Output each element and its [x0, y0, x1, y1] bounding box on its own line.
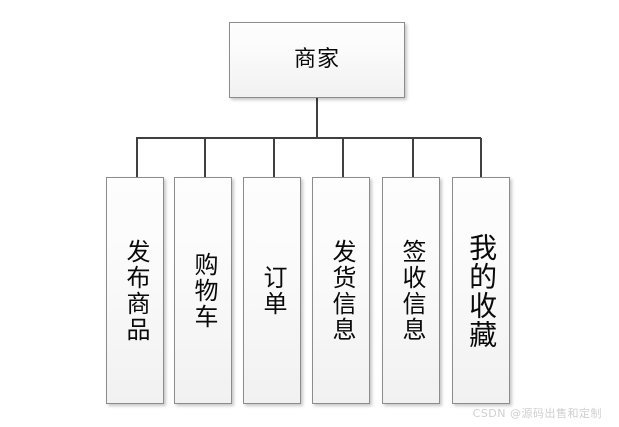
connector-drop-shopping-cart	[204, 138, 206, 178]
node-merchant-label: 商家	[293, 47, 340, 72]
connector-root-stem	[316, 98, 318, 138]
node-shopping-cart[interactable]: 购物车	[174, 177, 232, 404]
node-shipping-info[interactable]: 发货信息	[312, 177, 370, 404]
node-receipt-info-label: 签收信息	[397, 238, 426, 343]
connector-drop-publish-product	[136, 138, 138, 178]
node-order-label: 订单	[258, 264, 287, 317]
node-merchant[interactable]: 商家	[229, 22, 405, 98]
node-receipt-info[interactable]: 签收信息	[382, 177, 440, 404]
node-publish-product-label: 发布商品	[121, 238, 150, 343]
connector-horizontal-bus	[136, 137, 481, 139]
connector-drop-order	[273, 138, 275, 178]
connector-drop-receipt-info	[412, 138, 414, 178]
node-shipping-info-label: 发货信息	[327, 238, 356, 343]
watermark-text: CSDN @源码出售和定制	[472, 407, 602, 420]
connector-drop-my-favorites	[480, 138, 482, 178]
connector-drop-shipping-info	[342, 138, 344, 178]
node-order[interactable]: 订单	[243, 177, 301, 404]
node-my-favorites[interactable]: 我的收藏	[452, 177, 510, 404]
node-publish-product[interactable]: 发布商品	[106, 177, 164, 404]
node-my-favorites-label: 我的收藏	[465, 232, 499, 349]
node-shopping-cart-label: 购物车	[189, 251, 218, 330]
